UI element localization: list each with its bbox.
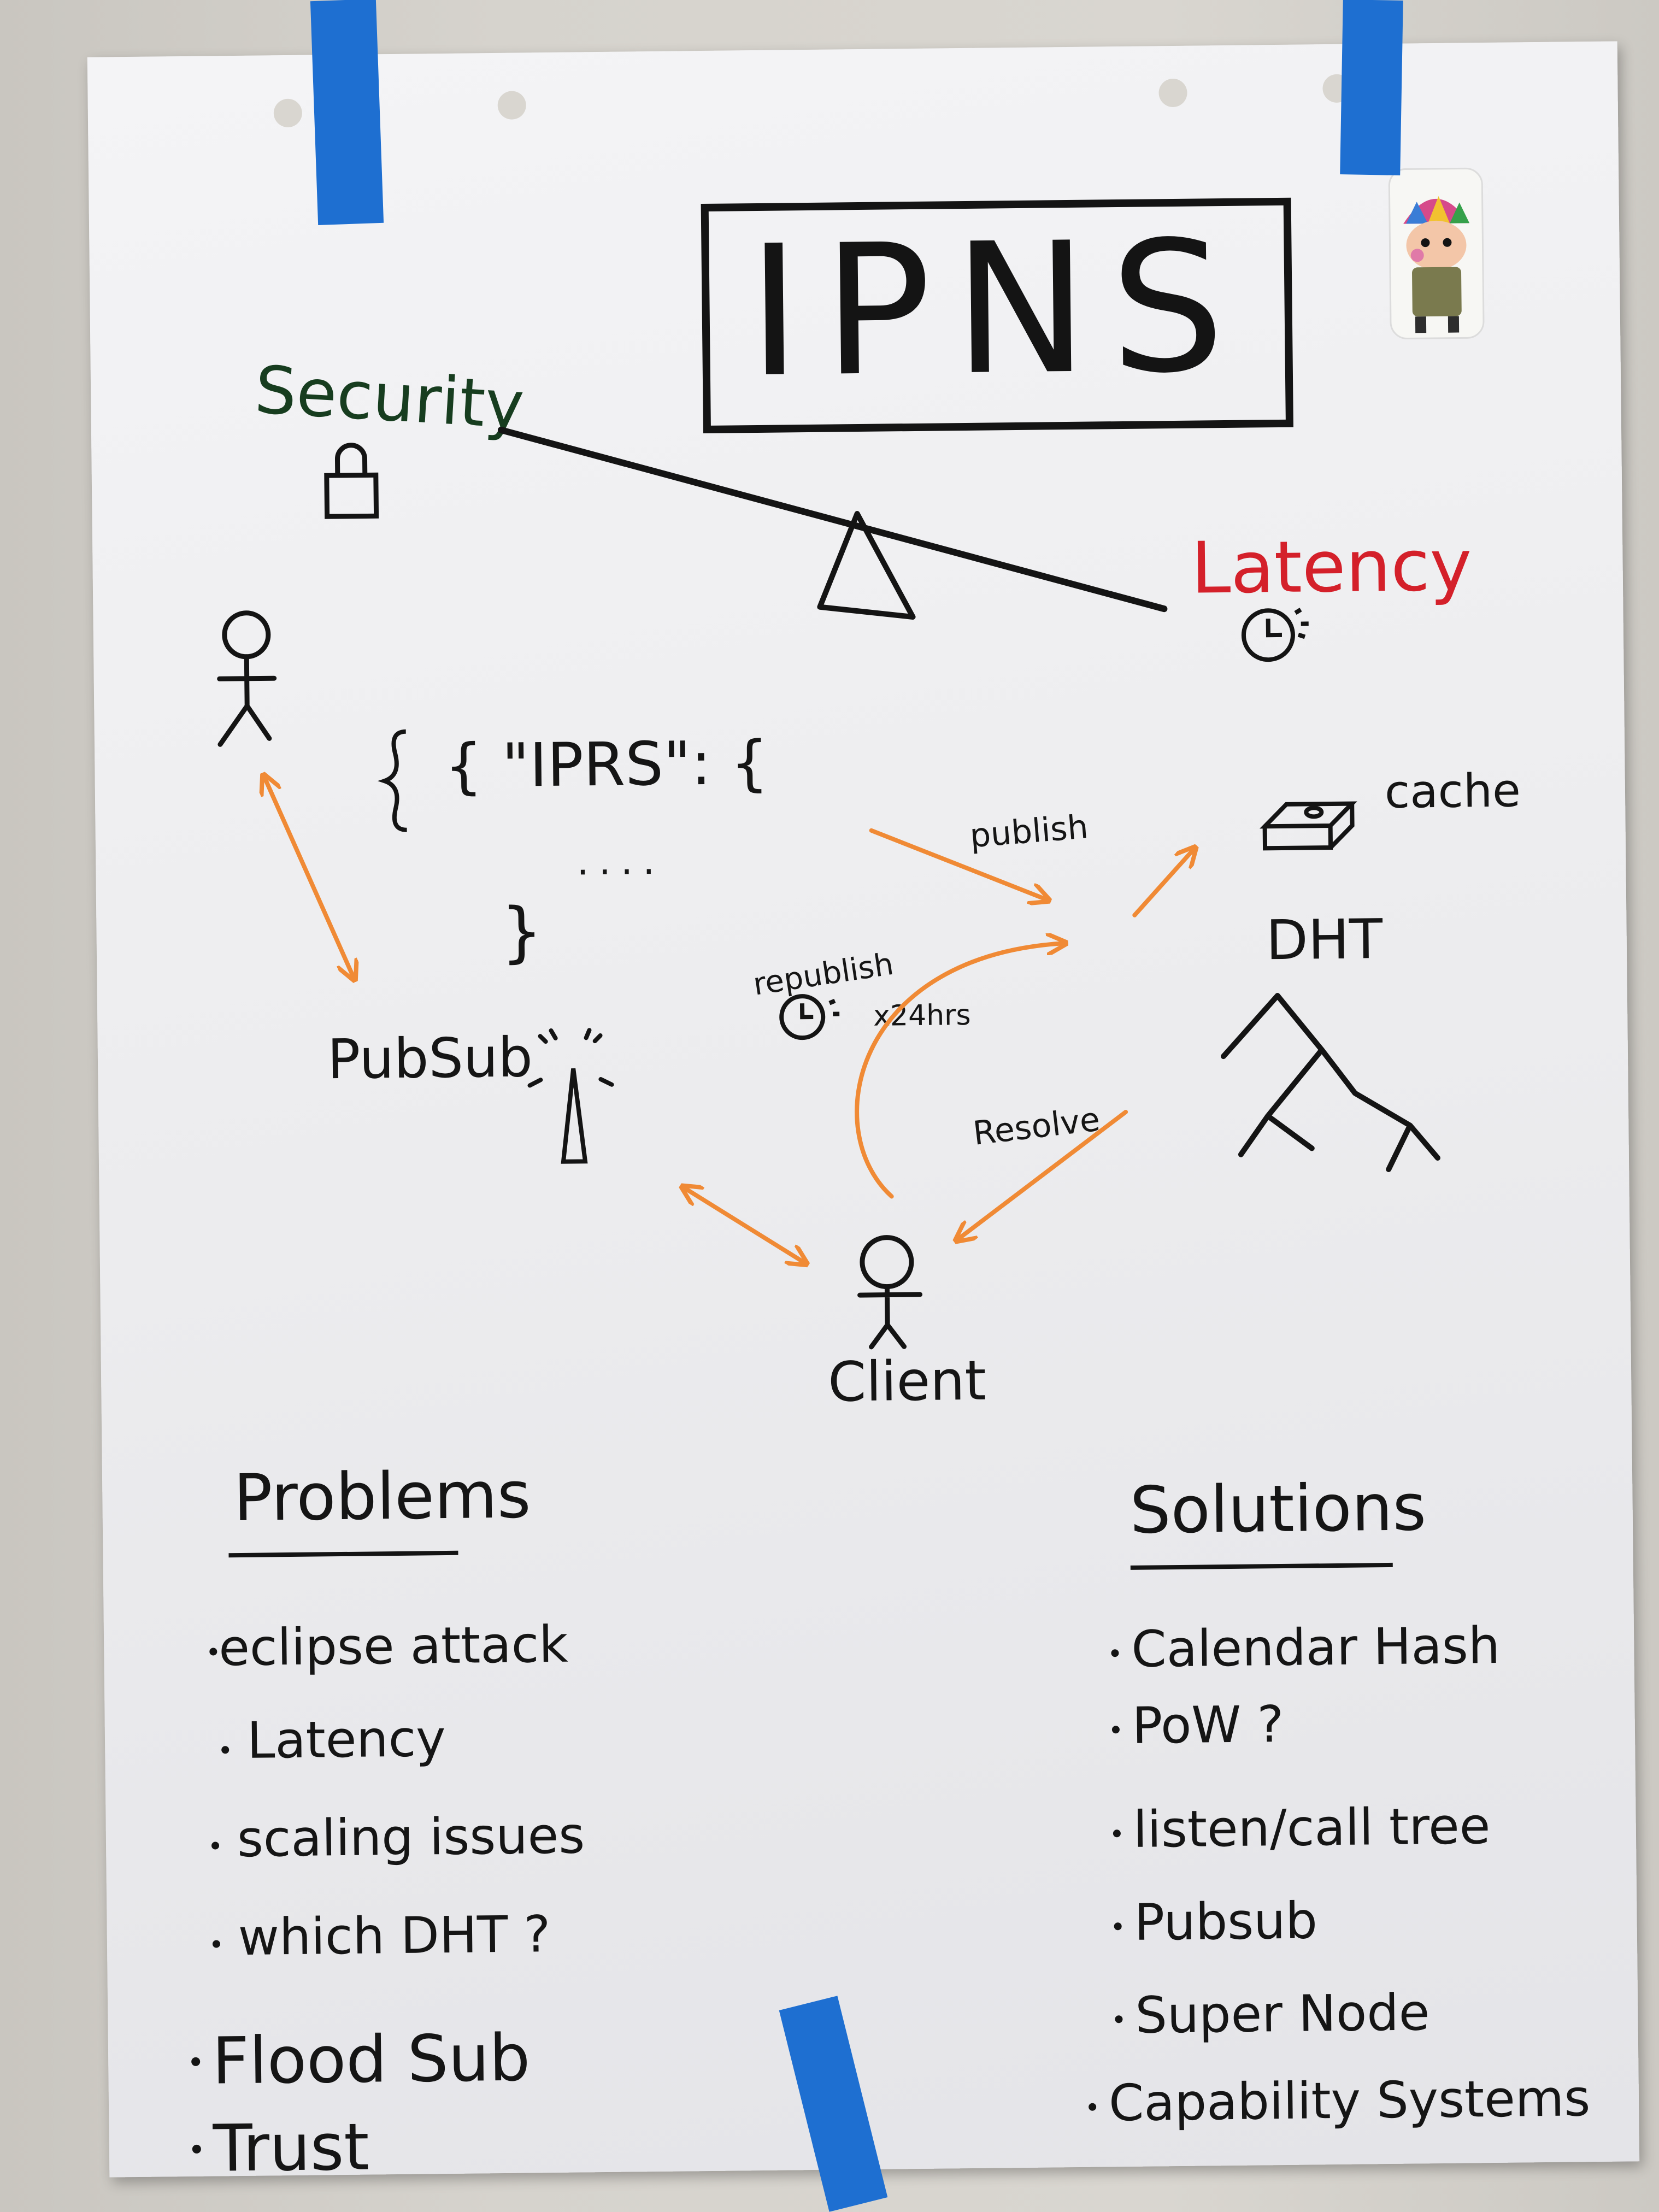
antenna-icon <box>527 1028 614 1164</box>
lock-icon <box>324 443 379 519</box>
balance-fulcrum <box>817 511 916 620</box>
client-stick-figure-icon <box>857 1235 923 1350</box>
tree-icon <box>1221 993 1440 1172</box>
publish-arrow <box>869 828 1047 901</box>
sticker-character-icon <box>1388 167 1485 340</box>
flipchart-poster: IPNS Security Latency { "IPRS": { .... }… <box>87 41 1640 2186</box>
balance-beam <box>497 426 1168 613</box>
clock-icon <box>1241 608 1309 662</box>
pubsub-client-arrow <box>684 1186 804 1264</box>
problem-bullets <box>191 1648 230 2154</box>
republish-clock-icon <box>779 994 840 1040</box>
tape-top-left <box>310 0 384 225</box>
stick-figure-icon <box>217 610 277 747</box>
user-pubsub-arrow <box>264 776 354 979</box>
poster-drawings <box>191 167 1485 2154</box>
cache-box-icon <box>1260 801 1357 851</box>
code-brace-icon <box>378 729 407 832</box>
republish-arrow <box>855 943 1067 1199</box>
tape-top-right <box>1340 0 1403 175</box>
resolve-arrow <box>956 1109 1128 1239</box>
solution-bullets <box>1089 1649 1123 2111</box>
dht-cache-arrow <box>1132 849 1195 917</box>
